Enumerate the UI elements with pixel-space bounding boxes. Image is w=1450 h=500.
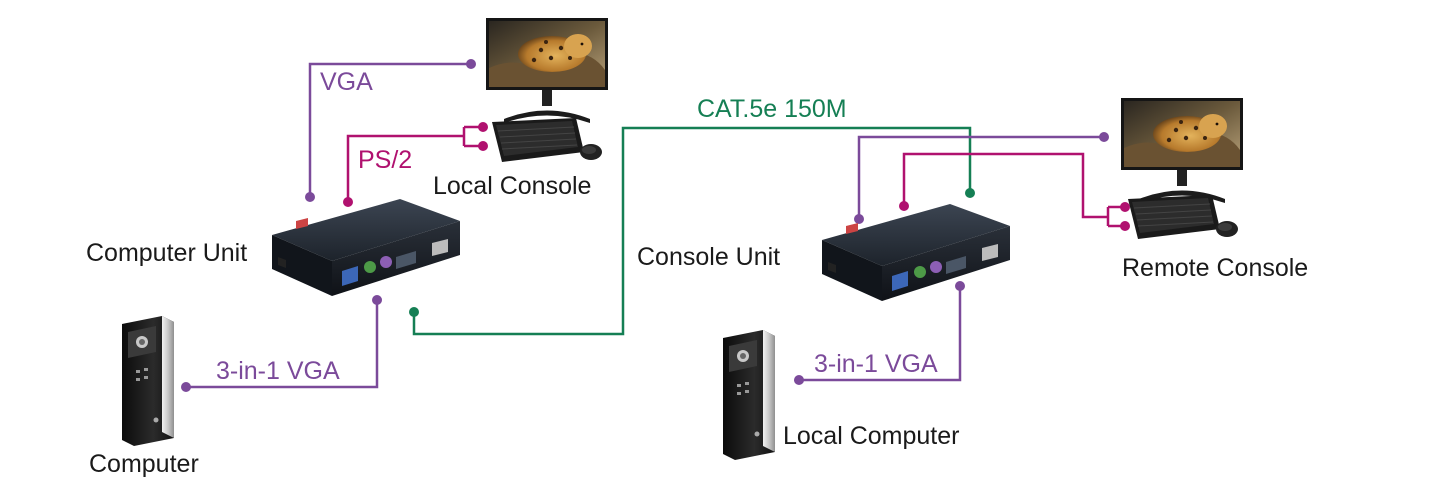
remote-vga-cable-end-monitor [1099, 132, 1109, 142]
local-ps2-cable-end-keyboard [478, 122, 488, 132]
remote-ps2-cable [902, 152, 1125, 228]
right-3in1-vga-cable-end-pc [794, 375, 804, 385]
left-3in1-vga-label: 3-in-1 VGA [216, 357, 340, 385]
right-3in1-vga-cable [799, 287, 962, 382]
local-computer-icon [723, 330, 775, 460]
remote-vga-cable-end-unit [854, 214, 864, 224]
local-vga-cable-end-unit [305, 192, 315, 202]
local-keyboard-mouse-icon [491, 117, 603, 163]
local-ps2-cable-end-mouse [478, 141, 488, 151]
remote-monitor-icon [1121, 98, 1243, 203]
local-ps2-cable-end-unit [343, 197, 353, 207]
computer-icon [122, 316, 174, 446]
computer-unit-label: Computer Unit [86, 239, 248, 267]
local-ps2-cable [346, 125, 483, 200]
local-vga-cable [308, 62, 471, 197]
console-unit-icon [822, 204, 1010, 301]
cat5-cable-end-computer-unit [409, 307, 419, 317]
cat5-cable-end-console-unit [965, 188, 975, 198]
local-monitor-icon [486, 18, 608, 123]
left-3in1-vga-cable [186, 302, 379, 389]
left-3in1-vga-cable-end-pc [181, 382, 191, 392]
local-console-label: Local Console [433, 172, 592, 200]
ps2-cable-label: PS/2 [358, 146, 413, 174]
remote-ps2-cable-end-mouse [1120, 221, 1130, 231]
cat5-cable-label: CAT.5e 150M [697, 95, 847, 123]
left-3in1-vga-cable-end-unit [372, 295, 382, 305]
remote-ps2-cable-end-unit [899, 201, 909, 211]
remote-ps2-cable-end-keyboard [1120, 202, 1130, 212]
local-vga-cable-end-monitor [466, 59, 476, 69]
computer-unit-icon [272, 199, 460, 296]
cat5-cable [412, 126, 972, 336]
vga-cable-label: VGA [320, 68, 373, 96]
console-unit-label: Console Unit [637, 243, 781, 271]
right-3in1-vga-label: 3-in-1 VGA [814, 350, 938, 378]
remote-console-label: Remote Console [1122, 254, 1309, 282]
remote-vga-cable [857, 135, 1104, 218]
right-3in1-vga-cable-end-unit [955, 281, 965, 291]
local-computer-label: Local Computer [783, 422, 960, 450]
computer-label: Computer [89, 450, 199, 478]
